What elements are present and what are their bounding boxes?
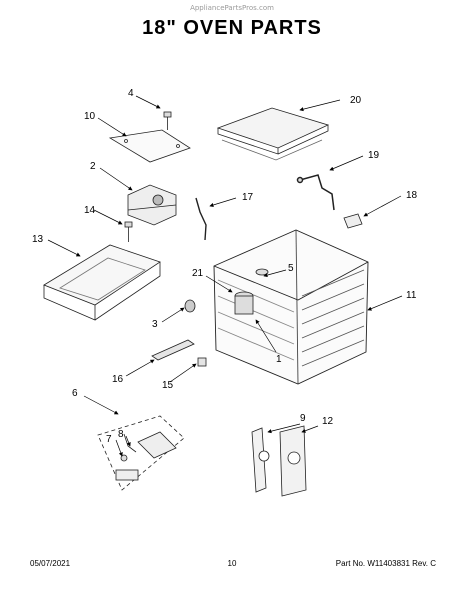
callout-6: 6	[72, 388, 78, 399]
callout-13: 13	[32, 234, 44, 245]
part-15-clip	[197, 357, 207, 367]
part-3-knob	[184, 299, 196, 313]
callout-4: 4	[128, 88, 134, 99]
part-16-igniter	[151, 339, 195, 361]
callout-3: 3	[152, 319, 158, 330]
part-11-oven-cavity	[213, 229, 369, 385]
callout-20: 20	[350, 95, 362, 106]
callout-10: 10	[84, 111, 96, 122]
callout-12: 12	[322, 416, 334, 427]
callout-11: 11	[406, 290, 417, 301]
part-10-bracket	[108, 129, 191, 163]
part-2-control-assembly	[127, 184, 177, 226]
callout-17: 17	[242, 192, 254, 203]
callout-21: 21	[192, 268, 204, 279]
page-title: 18" OVEN PARTS	[142, 17, 322, 39]
callout-14: 14	[84, 205, 96, 216]
part-18-clip	[343, 213, 363, 229]
callout-8: 8	[118, 429, 124, 440]
callout-19: 19	[368, 150, 380, 161]
part-14-screw	[124, 221, 133, 242]
part-17-probe-tube	[195, 197, 207, 241]
leader-lines	[47, 95, 403, 457]
callout-16: 16	[112, 374, 124, 385]
callout-1: 1	[276, 354, 282, 365]
callout-7: 7	[106, 434, 112, 445]
watermark: AppliancePartsPros.com	[190, 4, 274, 12]
part-13-drip-tray	[43, 244, 161, 321]
callout-9: 9	[300, 413, 306, 424]
callout-15: 15	[162, 380, 174, 391]
footer-part-number: Part No. W11403831 Rev. C	[335, 559, 436, 568]
callout-5: 5	[288, 263, 294, 274]
part-9-bracket	[251, 427, 270, 493]
part-12-bracket	[279, 425, 307, 497]
callout-2: 2	[90, 161, 96, 172]
callout-18: 18	[406, 190, 418, 201]
footer-date: 05/07/2021	[30, 559, 71, 568]
part-19-gas-line	[296, 174, 335, 211]
part-20-top-cover	[216, 107, 330, 161]
part-6-kit-box	[97, 415, 185, 491]
footer-page-number: 10	[227, 559, 237, 568]
part-4-screw	[163, 111, 172, 130]
